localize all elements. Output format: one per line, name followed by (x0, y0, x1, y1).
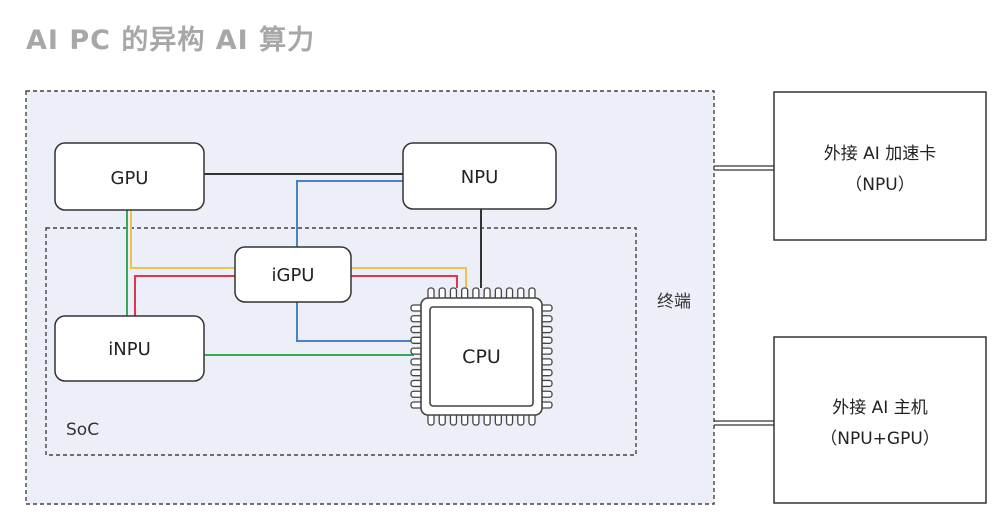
connections (126, 173, 482, 356)
external-links (714, 165, 774, 426)
page-title: AI PC 的异构 AI 算力 (26, 25, 316, 56)
soc-region (45, 227, 637, 456)
igpu-node: iGPU (234, 246, 352, 303)
accelerator-line1: 外接 AI 加速卡 (824, 144, 936, 164)
host-line1: 外接 AI 主机 (832, 398, 927, 418)
inpu-node: iNPU (54, 315, 205, 382)
npu-label: NPU (461, 167, 499, 188)
host-line2: （NPU+GPU） (820, 429, 940, 449)
external-host-box: 外接 AI 主机 （NPU+GPU） (773, 336, 987, 504)
link-npu-igpu-blue (296, 180, 403, 247)
accelerator-line2: （NPU） (845, 175, 914, 195)
external-accelerator-box: 外接 AI 加速卡 （NPU） (773, 91, 987, 241)
cpu-chip-icon: CPU (410, 287, 553, 426)
link-gpu-cpu-yellow (130, 210, 467, 288)
igpu-label: iGPU (272, 265, 315, 286)
npu-node: NPU (402, 142, 557, 210)
inpu-label: iNPU (108, 339, 151, 360)
soc-label: SoC (66, 420, 99, 440)
link-igpu-cpu-blue (296, 302, 414, 342)
link-inpu-cpu-red (134, 275, 458, 316)
terminal-label: 终端 (657, 292, 691, 312)
cpu-label: CPU (462, 346, 501, 368)
gpu-label: GPU (111, 168, 149, 189)
gpu-node: GPU (54, 142, 205, 211)
